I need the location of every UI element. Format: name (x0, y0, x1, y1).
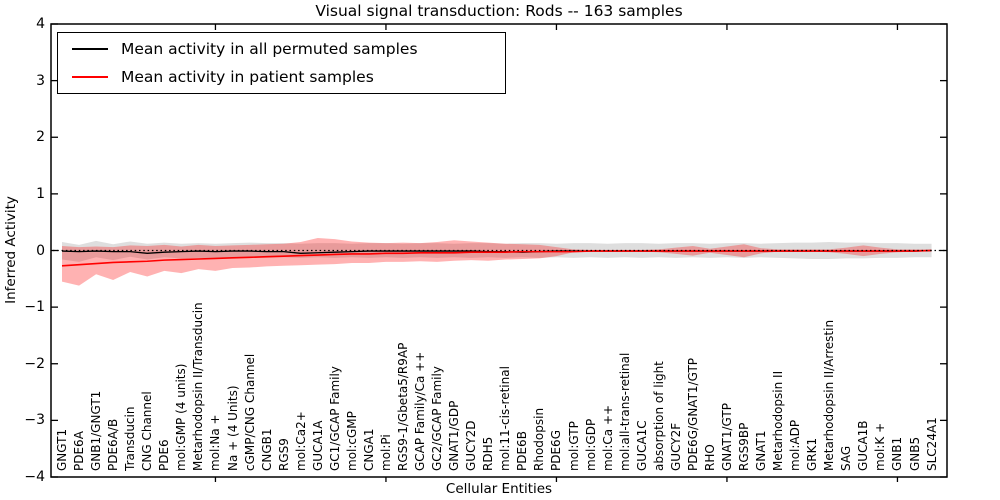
x-tick-label: CNGA1 (361, 428, 376, 472)
x-tick-label: SAG (839, 445, 854, 471)
x-tick-label: Metarhodopsin II (771, 370, 786, 471)
x-tick-label: mol:ADP (788, 419, 803, 471)
x-tick-label: GNB1 (890, 436, 905, 471)
y-tick-label: −1 (24, 299, 45, 316)
x-tick-label: Na + (4 Units) (225, 385, 240, 471)
x-tick-label: mol:Na + (208, 414, 223, 471)
y-tick-label: 2 (36, 129, 45, 146)
x-tick-label: CNGB1 (259, 428, 274, 471)
x-tick-label: PDE6B (515, 431, 530, 471)
x-tick-label: GCAP Family/Ca ++ (413, 351, 428, 471)
x-tick-label: GNB5 (907, 436, 922, 471)
x-tick-label: GUCA1C (634, 420, 649, 471)
x-tick-label: mol:cGMP (344, 411, 359, 471)
legend-line-red-icon (72, 76, 108, 78)
x-tick-label: PDE6A (72, 431, 87, 471)
std-band (62, 238, 932, 286)
x-tick-label: GUCY2D (464, 420, 479, 471)
x-tick-label: GUCA1A (310, 420, 325, 471)
y-tick-label: 3 (36, 72, 45, 89)
x-tick-label: mol:GTP (566, 421, 581, 471)
x-tick-label: mol:Pi (378, 434, 393, 471)
x-tick-label: RDH5 (481, 436, 496, 471)
x-tick-label: mol:K + (873, 422, 888, 471)
y-tick-label: 0 (36, 242, 45, 259)
x-tick-label: GNB1/GNGT1 (89, 390, 104, 471)
x-tick-label: PDE6 (157, 439, 172, 471)
x-tick-label: RHO (702, 444, 717, 471)
x-tick-label: GNAT1/GDP (447, 400, 462, 471)
x-tick-label: mol:all-trans-retinal (617, 352, 632, 471)
x-tick-label: Metarhodopsin II/Transducin (191, 302, 206, 471)
y-tick-label: −2 (24, 355, 45, 372)
x-tick-label: RGS9-1/Gbeta5/R9AP (396, 342, 410, 471)
x-tick-label: GC1/GCAP Family (327, 366, 342, 471)
legend: Mean activity in all permuted samples Me… (57, 32, 506, 94)
x-tick-label: Transducin (123, 406, 138, 471)
x-tick-label: mol:11-cis-retinal (498, 366, 513, 471)
legend-label-patient: Mean activity in patient samples (121, 67, 374, 86)
x-tick-label: mol:Ca ++ (600, 404, 615, 471)
x-tick-label: GUCA1B (856, 420, 871, 471)
x-tick-label: PDE6G/GNAT1/GTP (685, 357, 700, 471)
x-tick-label: cGMP/CNG Channel (242, 353, 257, 471)
legend-label-permuted: Mean activity in all permuted samples (121, 39, 418, 58)
x-tick-label: Metarhodopsin II/Arrestin (822, 319, 837, 471)
x-axis-label: Cellular Entities (445, 481, 553, 497)
y-tick-label: 4 (36, 16, 45, 32)
x-tick-label: GNAT1/GTP (719, 403, 734, 471)
x-tick-label: GUCY2F (668, 422, 683, 471)
legend-item-patient: Mean activity in patient samples (58, 68, 505, 87)
x-tick-label: GNGT1 (55, 428, 69, 471)
x-tick-label: RGS9BP (737, 422, 751, 471)
x-tick-label: absorption of light (651, 361, 666, 471)
x-tick-label: GNAT1 (754, 430, 769, 471)
chart-title: Visual signal transduction: Rods -- 163 … (315, 2, 683, 20)
legend-item-permuted: Mean activity in all permuted samples (58, 40, 505, 59)
x-tick-label: mol:Ca2+ (293, 411, 308, 471)
x-tick-label: CNG Channel (140, 391, 155, 471)
x-tick-label: GRK1 (805, 437, 820, 471)
x-tick-label: GC2/GCAP Family (430, 366, 445, 471)
y-tick-label: −4 (24, 469, 45, 485)
x-tick-label: Rhodopsin (532, 407, 547, 471)
x-tick-label: RGS9 (276, 438, 291, 471)
x-tick-label: PDE6A/B (106, 418, 121, 471)
mean-line (61, 249, 932, 267)
x-tick-label: SLC24A1 (924, 417, 939, 471)
y-tick-label: 1 (36, 185, 45, 202)
y-tick-label: −3 (24, 412, 45, 429)
legend-line-black-icon (72, 48, 108, 50)
x-tick-label: mol:GMP (4 units) (174, 363, 189, 471)
x-tick-label: PDE6G (549, 430, 564, 471)
x-tick-label: mol:GDP (583, 418, 598, 471)
